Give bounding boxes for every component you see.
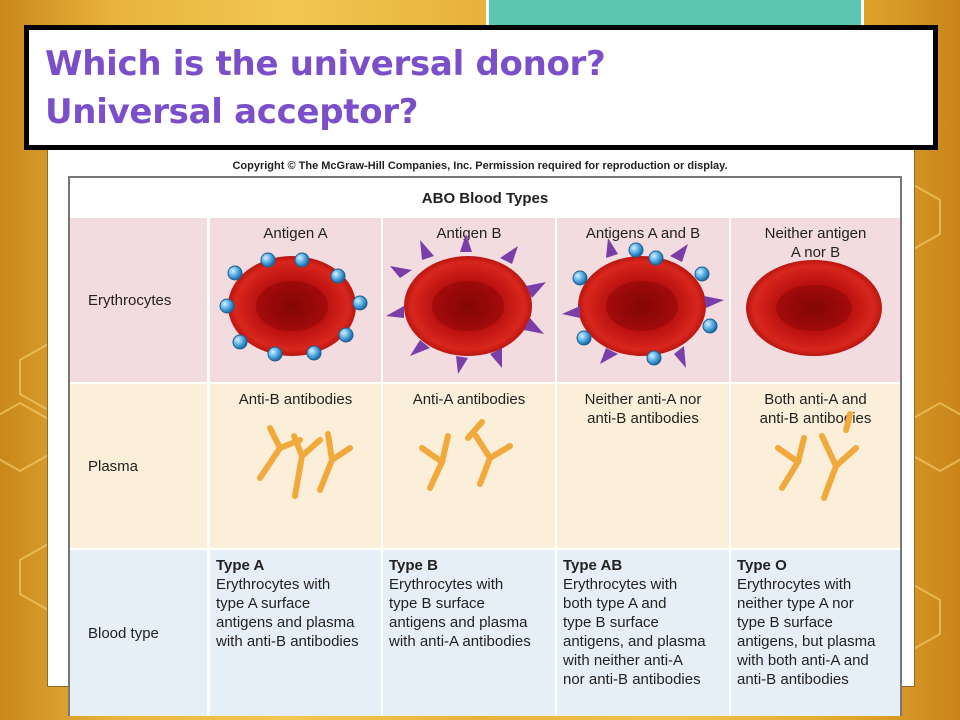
anti-a-antibodies-icon — [419, 419, 513, 491]
abo-blood-types-table: ABO Blood Types Erythrocytes Antigen A A… — [68, 176, 902, 716]
plasma-label: Anti-A antibodies — [412, 391, 526, 408]
blood-type-cell-b: Type B Erythrocytes with type B surface … — [381, 550, 555, 716]
plasma-cell-a: Anti-B antibodies — [208, 384, 381, 548]
type-desc-line: type B surface — [737, 614, 833, 631]
erythrocyte-type-o-icon — [746, 260, 882, 356]
type-name: Type AB — [563, 557, 623, 574]
plasma-label: Both anti-A and — [764, 391, 867, 408]
type-desc-line: antigens and plasma — [389, 614, 528, 631]
blood-type-cell-ab: Type AB Erythrocytes with both type A an… — [555, 550, 729, 716]
blood-type-cell-o: Type O Erythrocytes with neither type A … — [729, 550, 900, 716]
type-desc-line: antigens and plasma — [216, 614, 355, 631]
antigen-label-line2: A nor B — [790, 244, 841, 261]
type-desc-line: nor anti-B antibodies — [563, 671, 701, 688]
type-desc-line: antigens, and plasma — [563, 633, 706, 650]
type-desc-line: Erythrocytes with — [389, 576, 504, 593]
row-label-plasma: Plasma — [70, 384, 208, 548]
row-divider — [70, 548, 900, 550]
type-desc-line: with neither anti-A — [563, 652, 684, 669]
plasma-label: Anti-B antibodies — [238, 391, 353, 408]
antigen-label: Antigen A — [263, 225, 328, 242]
question-line-2: Universal acceptor? — [45, 92, 419, 132]
plasma-cell-ab: Neither anti-A nor anti-B antibodies — [555, 384, 729, 548]
anti-b-antibodies-icon — [257, 425, 353, 499]
type-desc-line: anti-B antibodies — [737, 671, 849, 688]
copyright-notice: Copyright © The McGraw-Hill Companies, I… — [232, 160, 728, 172]
erythrocyte-type-a-icon — [219, 252, 368, 362]
type-desc-line: type B surface — [389, 595, 485, 612]
question-title-box: Which is the universal donor? Universal … — [24, 25, 938, 150]
erythrocyte-type-ab-icon — [562, 238, 724, 368]
type-desc-line: with anti-A antibodies — [389, 633, 531, 650]
type-desc-line: type A surface — [216, 595, 311, 612]
erythrocyte-type-b-icon — [386, 234, 546, 374]
type-desc-line: with both anti-A and — [737, 652, 869, 669]
blood-type-cell-a: Type A Erythrocytes with type A surface … — [208, 550, 381, 716]
type-desc-line: Erythrocytes with — [563, 576, 678, 593]
plasma-cell-b: Anti-A antibodies — [381, 384, 555, 548]
type-name: Type O — [737, 557, 787, 574]
type-desc-line: with anti-B antibodies — [216, 633, 359, 650]
illustrations — [219, 234, 882, 501]
type-desc-line: neither type A nor — [737, 595, 854, 612]
antigen-label: Antigens A and B — [585, 225, 701, 242]
plasma-label-line2: anti-B antibodies — [587, 410, 699, 427]
row-divider — [70, 382, 900, 384]
anti-a-and-anti-b-antibodies-icon — [775, 411, 859, 501]
plasma-label: Neither anti-A nor — [584, 391, 702, 408]
type-desc-line: type B surface — [563, 614, 659, 631]
row-label-erythrocytes: Erythrocytes — [70, 218, 208, 382]
plasma-cell-o: Both anti-A and anti-B antibodies — [729, 384, 900, 548]
question-line-1: Which is the universal donor? — [45, 44, 606, 84]
type-name: Type A — [216, 557, 265, 574]
type-name: Type B — [389, 557, 438, 574]
antigen-label: Antigen B — [436, 225, 502, 242]
plasma-label-line2: anti-B antibodies — [759, 410, 872, 427]
antigen-label: Neither antigen — [764, 225, 867, 242]
type-desc-line: Erythrocytes with — [737, 576, 852, 593]
type-desc-line: antigens, but plasma — [737, 633, 876, 650]
row-label-blood-type: Blood type — [70, 550, 208, 716]
type-desc-line: Erythrocytes with — [216, 576, 331, 593]
type-desc-line: both type A and — [563, 595, 667, 612]
